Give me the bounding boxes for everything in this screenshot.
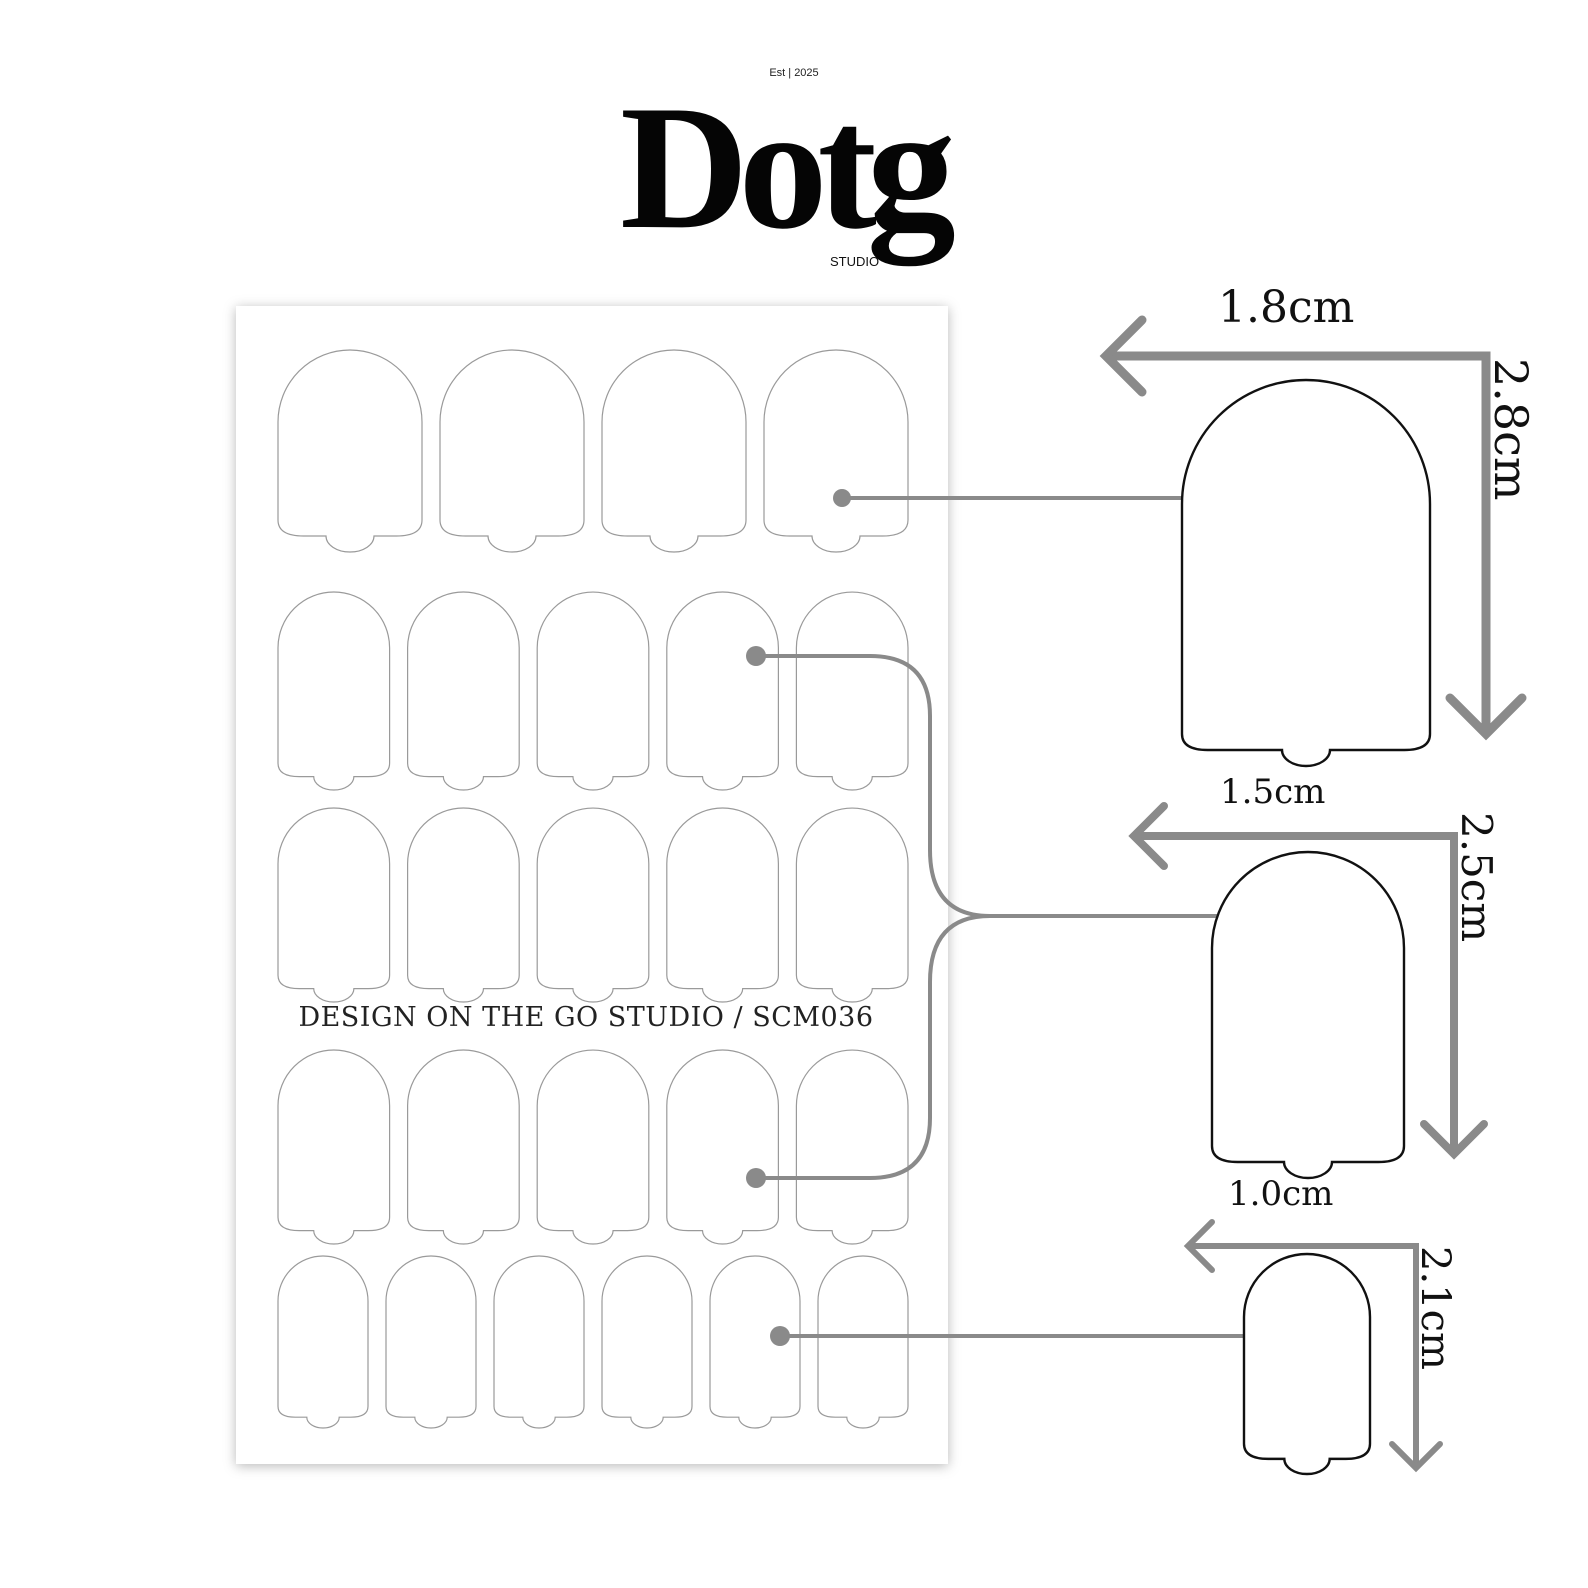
sheet-nail: [817, 1255, 909, 1429]
arrow-head: [1445, 693, 1527, 741]
guide-line: [756, 914, 991, 1180]
sheet-nails: [277, 349, 909, 1429]
sheet-nail: [795, 807, 909, 1003]
sheet-nail: [666, 591, 779, 791]
arrow-head: [1099, 315, 1147, 397]
sheet-nail: [277, 1049, 391, 1245]
sheet-nail: [763, 349, 909, 553]
detail-nail: [1180, 378, 1432, 768]
sheet-nail: [536, 1049, 650, 1245]
guide-dot: [746, 1168, 766, 1188]
sheet-nail: [407, 807, 520, 1003]
sheet-nail: [493, 1255, 585, 1429]
dimension-arrow: [1106, 351, 1491, 734]
sheet-nail: [277, 1255, 369, 1429]
sheet-nail: [666, 807, 779, 1003]
guide-dot: [833, 489, 851, 507]
sheet-nail: [601, 349, 747, 553]
sheet-nail: [601, 1255, 693, 1429]
detail-nails: [1180, 378, 1432, 1476]
sheet-nail: [439, 349, 585, 553]
logo-studio: STUDIO: [830, 254, 880, 269]
width-label-large: 1.8cm: [1218, 282, 1355, 333]
height-label-large: 2.8cm: [1484, 358, 1538, 501]
sheet-nail: [385, 1255, 477, 1429]
detail-nail: [1210, 850, 1406, 1180]
sheet-nail: [536, 591, 650, 791]
sheet-nail: [407, 1049, 520, 1245]
width-label-small: 1.0cm: [1228, 1174, 1334, 1214]
sheet-nail: [795, 591, 909, 791]
guide-dot: [770, 1326, 790, 1346]
dimension-arrows: [1099, 315, 1527, 1473]
detail-nail: [1242, 1252, 1372, 1476]
width-label-medium: 1.5cm: [1220, 772, 1326, 812]
sheet-product-label: DESIGN ON THE GO STUDIO / SCM036: [298, 1002, 874, 1033]
height-label-small: 2.1cm: [1412, 1246, 1458, 1370]
arrow-head: [1183, 1219, 1215, 1273]
arrow-head: [1389, 1441, 1443, 1473]
guide-dot: [746, 646, 766, 666]
dimension-arrow: [1134, 832, 1458, 1154]
sheet-nail: [277, 591, 391, 791]
sheet-nail: [277, 807, 391, 1003]
arrow-head: [1420, 1120, 1488, 1160]
height-label-medium: 2.5cm: [1452, 812, 1501, 943]
guide-line: [756, 654, 1234, 918]
arrow-head: [1128, 802, 1168, 870]
sheet-nail: [536, 807, 650, 1003]
logo-est: Est | 2025: [769, 67, 819, 79]
logo-wordmark: Dotg: [620, 68, 956, 266]
sheet-nail: [795, 1049, 909, 1245]
sheet-nail: [407, 591, 520, 791]
sheet-nail: [666, 1049, 779, 1245]
sheet-nail: [709, 1255, 801, 1429]
dimension-arrow: [1188, 1243, 1419, 1468]
sheet-nail: [277, 349, 423, 553]
